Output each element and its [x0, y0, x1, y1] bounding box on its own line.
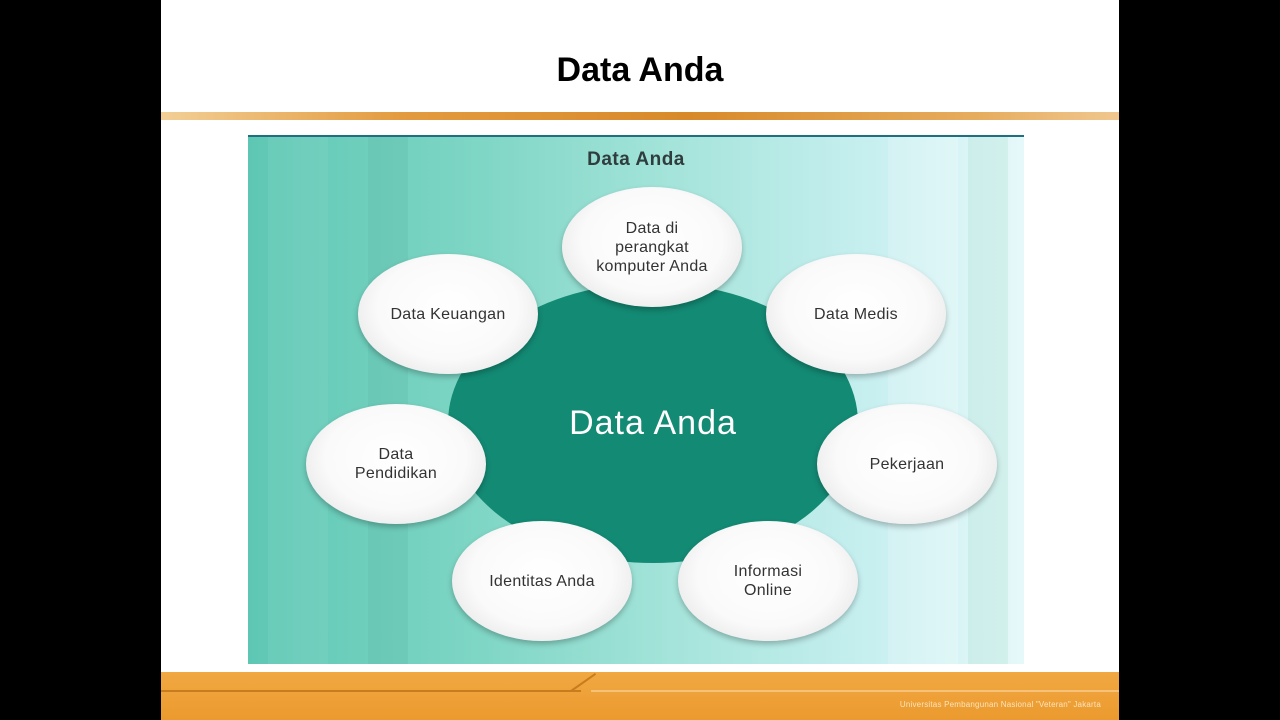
node-bubble: Data di perangkat komputer Anda [562, 187, 742, 307]
node-bubble: Data Keuangan [358, 254, 538, 374]
footer-line [591, 690, 1119, 692]
slide: Data Anda Data Anda Data Anda Data di pe… [161, 0, 1119, 720]
node-label: Identitas Anda [489, 572, 595, 590]
background-stripe [888, 137, 958, 664]
background-stripe [268, 137, 328, 664]
node-bubble: Data Medis [766, 254, 946, 374]
node-label: Informasi Online [733, 563, 803, 599]
node-label: Pekerjaan [869, 455, 945, 473]
diagram-figure: Data Anda Data Anda Data di perangkat ko… [248, 135, 1024, 664]
node-bubble: Identitas Anda [452, 521, 632, 641]
title-divider [161, 112, 1119, 120]
node-label: Data Keuangan [390, 305, 506, 323]
footer-institution-text: Universitas Pembangunan Nasional "Vetera… [899, 700, 1101, 709]
node-bubble: Informasi Online [678, 521, 858, 641]
background-stripe [368, 137, 408, 664]
diagram-title: Data Anda [587, 149, 685, 170]
node-label: Data di perangkat komputer Anda [596, 219, 708, 275]
footer-line [161, 690, 581, 692]
slide-title: Data Anda [556, 51, 724, 89]
node-bubble: Data Pendidikan [306, 404, 486, 524]
node-label: Data Pendidikan [354, 446, 438, 482]
center-label: Data Anda [569, 403, 737, 442]
node-bubble: Pekerjaan [817, 404, 997, 524]
background-stripe [968, 137, 1008, 664]
footer-bar [161, 672, 1119, 720]
node-label: Data Medis [814, 305, 898, 323]
